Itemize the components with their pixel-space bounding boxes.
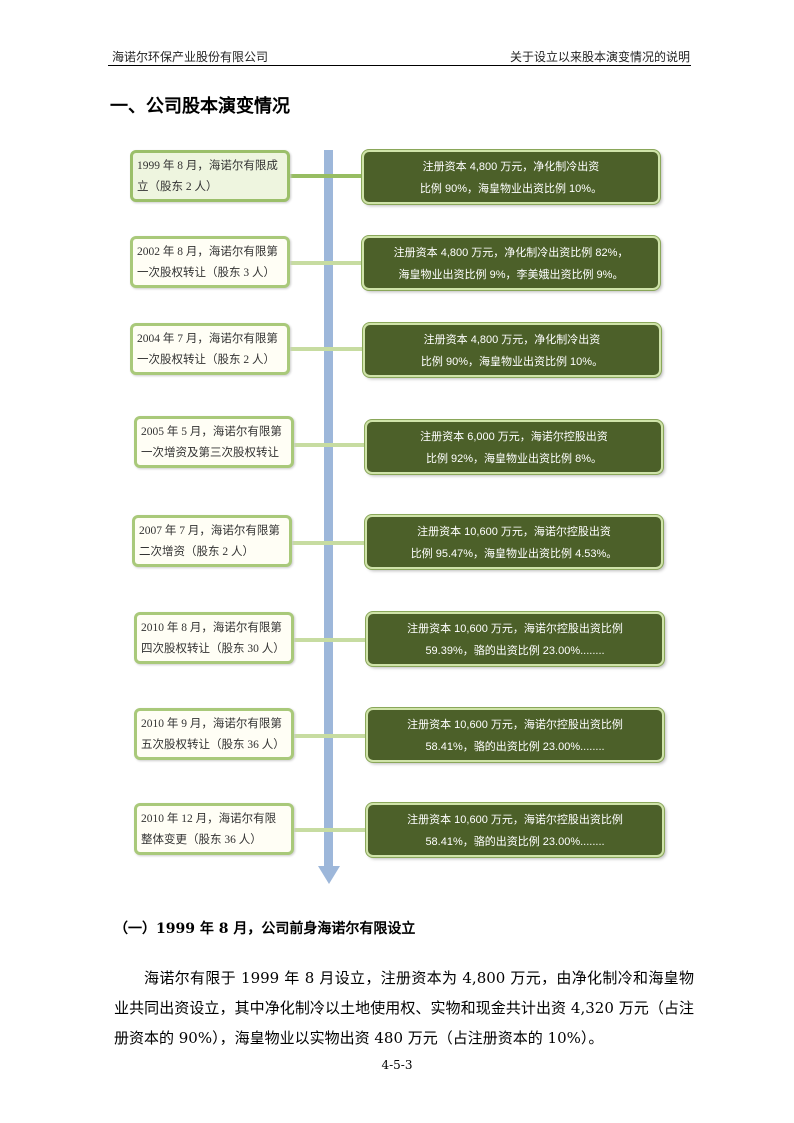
timeline-detail: 注册资本 4,800 万元，净化制冷出资 比例 90%，海皇物业出资比例 10%… [362, 150, 660, 204]
timeline-connector [289, 261, 365, 265]
detail-line: 比例 90%，海皇物业出资比例 10%。 [420, 356, 604, 368]
timeline-connector [290, 347, 365, 351]
timeline-axis [324, 150, 333, 868]
timeline-connector [289, 174, 363, 178]
timeline-event: 2002 年 8 月，海诺尔有限第一次股权转让（股东 3 人） [130, 236, 290, 288]
page-header-company: 海诺尔环保产业股份有限公司 [112, 50, 269, 64]
timeline-connector [293, 638, 368, 642]
timeline-connector [293, 828, 368, 832]
timeline-detail: 注册资本 4,800 万元，净化制冷出资 比例 90%，海皇物业出资比例 10%… [363, 323, 661, 377]
detail-line: 比例 92%，海皇物业出资比例 8%。 [425, 453, 603, 465]
timeline-event: 2010 年 8 月，海诺尔有限第四次股权转让（股东 30 人） [134, 612, 294, 664]
timeline-event: 2010 年 9 月，海诺尔有限第五次股权转让（股东 36 人） [134, 708, 294, 760]
detail-line: 注册资本 10,600 万元，海诺尔控股出资比例 [407, 814, 623, 826]
detail-line: 注册资本 10,600 万元，海诺尔控股出资比例 [407, 719, 623, 731]
timeline-arrow-head [318, 866, 340, 884]
header-divider [108, 65, 691, 66]
detail-line: 58.41%，骆的出资比例 23.00%........ [425, 741, 605, 753]
page-number: 4-5-3 [381, 1058, 413, 1072]
detail-line: 比例 95.47%，海皇物业出资比例 4.53%。 [410, 548, 618, 560]
timeline-connector [290, 541, 367, 545]
timeline-event: 2010 年 12 月，海诺尔有限整体变更（股东 36 人） [134, 803, 294, 855]
detail-line: 比例 90%，海皇物业出资比例 10%。 [419, 183, 603, 195]
timeline-detail: 注册资本 10,600 万元，海诺尔控股出资比例 59.39%，骆的出资比例 2… [366, 612, 664, 666]
timeline-event: 2004 年 7 月，海诺尔有限第一次股权转让（股东 2 人） [130, 323, 290, 375]
timeline-detail: 注册资本 4,800 万元，净化制冷出资比例 82%， 海皇物业出资比例 9%，… [362, 236, 660, 290]
timeline-event: 2007 年 7 月，海诺尔有限第二次增资（股东 2 人） [132, 515, 292, 567]
timeline-connector [292, 443, 367, 447]
page-header-title: 关于设立以来股本演变情况的说明 [509, 50, 690, 64]
subsection-title: （一）1999 年 8 月，公司前身海诺尔有限设立 [114, 921, 416, 937]
timeline-connector [293, 734, 368, 738]
detail-line: 注册资本 4,800 万元，净化制冷出资比例 82%， [393, 247, 629, 259]
section-title: 一、公司股本演变情况 [110, 96, 290, 117]
detail-line: 注册资本 10,600 万元，海诺尔控股出资 [417, 526, 611, 538]
timeline-detail: 注册资本 10,600 万元，海诺尔控股出资 比例 95.47%，海皇物业出资比… [365, 515, 663, 569]
timeline-event: 2005 年 5 月，海诺尔有限第一次增资及第三次股权转让 [134, 416, 294, 468]
detail-line: 59.39%，骆的出资比例 23.00%........ [425, 645, 605, 657]
detail-line: 58.41%，骆的出资比例 23.00%........ [425, 836, 605, 848]
timeline-detail: 注册资本 10,600 万元，海诺尔控股出资比例 58.41%，骆的出资比例 2… [366, 708, 664, 762]
detail-line: 海皇物业出资比例 9%，李美娥出资比例 9%。 [398, 269, 624, 281]
detail-line: 注册资本 10,600 万元，海诺尔控股出资比例 [407, 623, 623, 635]
timeline-event: 1999 年 8 月，海诺尔有限成立（股东 2 人） [130, 150, 290, 202]
body-paragraph: 海诺尔有限于 1999 年 8 月设立，注册资本为 4,800 万元，由净化制冷… [114, 969, 694, 1047]
timeline-detail: 注册资本 10,600 万元，海诺尔控股出资比例 58.41%，骆的出资比例 2… [366, 803, 664, 857]
timeline-detail: 注册资本 6,000 万元，海诺尔控股出资 比例 92%，海皇物业出资比例 8%… [365, 420, 663, 474]
detail-line: 注册资本 4,800 万元，净化制冷出资 [422, 161, 600, 173]
detail-line: 注册资本 4,800 万元，净化制冷出资 [423, 334, 601, 346]
detail-line: 注册资本 6,000 万元，海诺尔控股出资 [420, 431, 608, 443]
